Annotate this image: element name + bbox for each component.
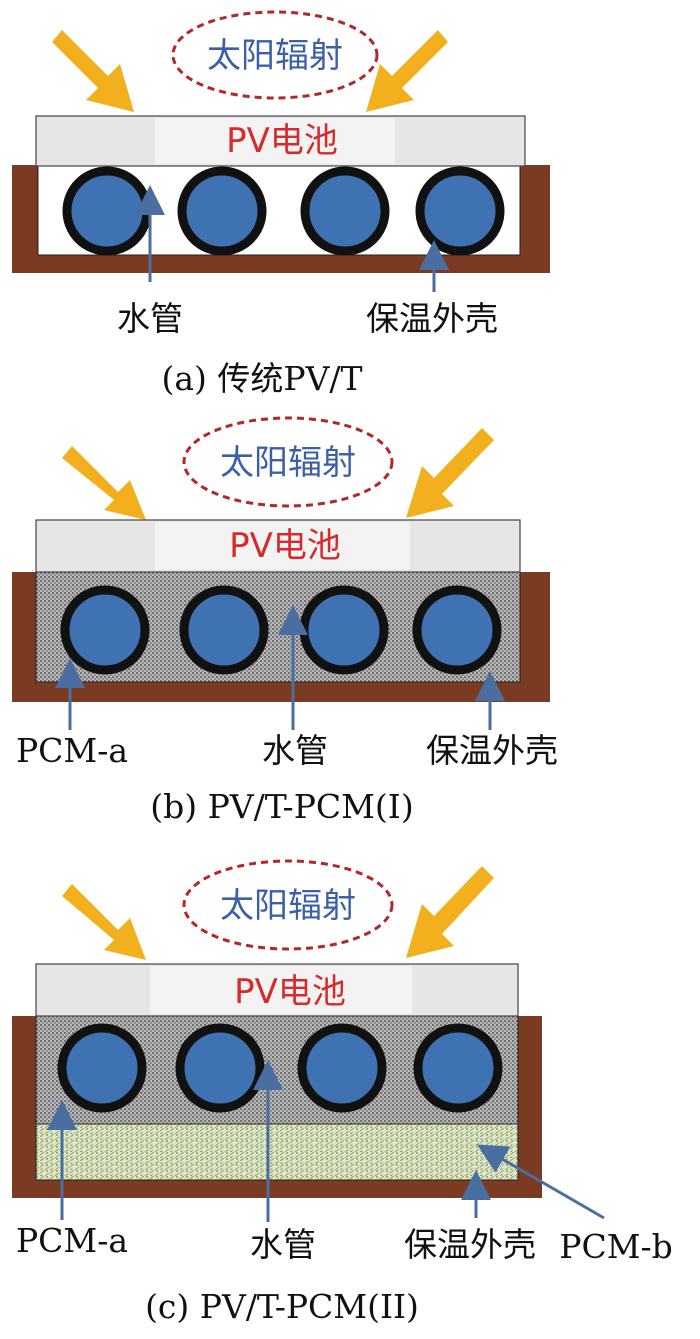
shell-label: 保温外壳 xyxy=(404,1225,536,1264)
sun-arrow-left xyxy=(62,884,146,960)
sun-arrow-left xyxy=(52,30,134,112)
pcm-a-label: PCM-a xyxy=(16,1221,128,1260)
panel-a: 太阳辐射 PV电池 水管 保温外壳 (a) 传统PV/T xyxy=(12,10,550,398)
pcm-b-pointer xyxy=(477,1144,605,1220)
panel-b: 太阳辐射 PV电池 PCM-a 水管 保温外壳 (b) PV/T-PCM(I) xyxy=(12,416,558,826)
pv-cell-label: PV电池 xyxy=(234,972,346,1012)
pipe-label: 水管 xyxy=(250,1225,316,1264)
pipe-label: 水管 xyxy=(262,731,328,770)
sun-radiation-ellipse xyxy=(182,859,394,951)
pcm-b-layer xyxy=(35,1123,519,1181)
sun-arrow-right xyxy=(406,428,494,518)
sun-arrow-right xyxy=(406,866,494,958)
pv-cell-label: PV电池 xyxy=(226,121,338,161)
sun-radiation-label: 太阳辐射 xyxy=(220,886,356,926)
sun-radiation-label: 太阳辐射 xyxy=(220,443,356,483)
sun-radiation-label: 太阳辐射 xyxy=(207,36,343,76)
caption-b: (b) PV/T-PCM(I) xyxy=(150,787,413,826)
sun-radiation-ellipse xyxy=(182,416,394,508)
pcm-b-label: PCM-b xyxy=(559,1227,673,1266)
shell-label: 保温外壳 xyxy=(366,299,498,338)
pipe-label: 水管 xyxy=(117,299,183,338)
shell-label: 保温外壳 xyxy=(426,731,558,770)
sun-arrow-right xyxy=(366,30,448,112)
sun-arrow-left xyxy=(62,446,146,520)
panel-c: 太阳辐射 PV电池 PCM-a 水管 保温外壳 PCM-b (c) PV/T-P… xyxy=(12,859,673,1326)
caption-a: (a) 传统PV/T xyxy=(161,359,362,398)
pv-cell-label: PV电池 xyxy=(229,526,341,566)
caption-c: (c) PV/T-PCM(II) xyxy=(145,1287,419,1326)
pcm-a-label: PCM-a xyxy=(16,731,128,770)
water-pipes xyxy=(62,166,505,256)
water-pipes xyxy=(57,1023,503,1113)
sun-radiation-ellipse xyxy=(171,10,379,100)
